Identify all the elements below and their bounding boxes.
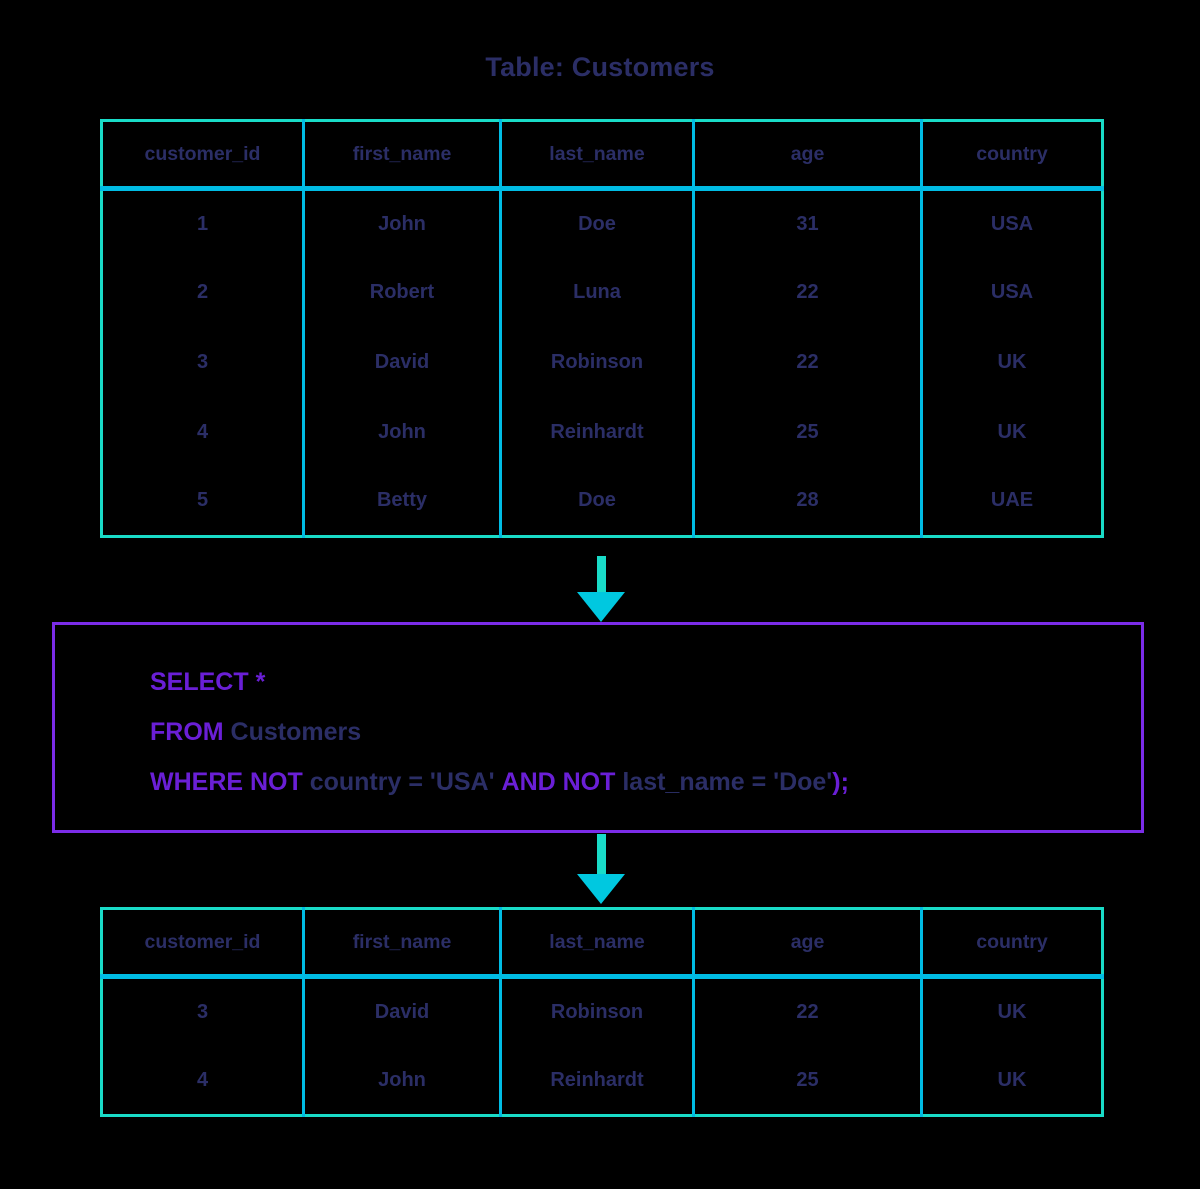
cell-age: 22 [692,976,923,1046]
cell-age: 22 [692,327,923,398]
cell-first-name: John [302,1046,502,1116]
cell-age: 22 [692,258,923,328]
cell-first-name: Betty [302,466,502,537]
cell-first-name: Robert [302,258,502,328]
cell-country: UK [920,976,1103,1046]
column-header-customer-id: customer_id [101,908,305,979]
query-line-from: FROM Customers [150,707,1141,757]
table-header-row: customer_id first_name last_name age cou… [101,120,1103,191]
cell-last-name: Robinson [499,976,695,1046]
cell-first-name: David [302,327,502,398]
cell-first-name: John [302,188,502,259]
sql-keyword: FROM [150,718,231,746]
arrow-shaft [597,556,606,596]
column-header-first-name: first_name [302,908,502,979]
result-table: customer_id first_name last_name age cou… [100,907,1104,1117]
table-row: 5 Betty Doe 28 UAE [101,466,1103,537]
arrow-head [577,592,625,622]
source-table: customer_id first_name last_name age cou… [100,119,1104,538]
sql-keyword: AND NOT [501,768,623,796]
arrow-shaft [597,834,606,878]
table-row: 3 David Robinson 22 UK [101,327,1103,398]
table-row: 3 David Robinson 22 UK [101,976,1103,1046]
arrow-down-icon [577,556,625,622]
cell-last-name: Doe [499,188,695,259]
cell-customer-id: 5 [101,466,305,537]
cell-age: 31 [692,188,923,259]
arrow-head [577,874,625,904]
cell-age: 28 [692,466,923,537]
sql-keyword: SELECT * [150,668,266,696]
table-row: 1 John Doe 31 USA [101,188,1103,259]
column-header-last-name: last_name [499,908,695,979]
cell-customer-id: 1 [101,188,305,259]
cell-age: 25 [692,397,923,467]
cell-last-name: Robinson [499,327,695,398]
column-header-first-name: first_name [302,120,502,191]
query-line-select: SELECT * [150,657,1141,707]
column-header-country: country [920,908,1103,979]
cell-customer-id: 4 [101,397,305,467]
cell-country: UK [920,397,1103,467]
table-row: 4 John Reinhardt 25 UK [101,1046,1103,1116]
sql-query-box: SELECT * FROM Customers WHERE NOT countr… [52,622,1144,833]
column-header-last-name: last_name [499,120,695,191]
cell-country: UAE [920,466,1103,537]
sql-identifier: country = 'USA' [309,768,502,796]
page-title: Table: Customers [485,52,715,82]
cell-last-name: Reinhardt [499,397,695,467]
cell-last-name: Luna [499,258,695,328]
column-header-age: age [692,908,923,979]
cell-customer-id: 4 [101,1046,305,1116]
cell-last-name: Reinhardt [499,1046,695,1116]
column-header-country: country [920,120,1103,191]
cell-customer-id: 3 [101,327,305,398]
table-row: 2 Robert Luna 22 USA [101,258,1103,328]
table-header-row: customer_id first_name last_name age cou… [101,908,1103,979]
cell-customer-id: 3 [101,976,305,1046]
column-header-age: age [692,120,923,191]
sql-keyword: ); [832,768,849,796]
sql-identifier: Customers [230,718,362,746]
table-row: 4 John Reinhardt 25 UK [101,397,1103,467]
cell-age: 25 [692,1046,923,1116]
cell-first-name: John [302,397,502,467]
cell-customer-id: 2 [101,258,305,328]
cell-country: UK [920,1046,1103,1116]
cell-country: USA [920,188,1103,259]
arrow-down-icon [577,834,625,906]
cell-first-name: David [302,976,502,1046]
column-header-customer-id: customer_id [101,120,305,191]
cell-country: UK [920,327,1103,398]
cell-country: USA [920,258,1103,328]
cell-last-name: Doe [499,466,695,537]
query-line-where: WHERE NOT country = 'USA' AND NOT last_n… [150,757,1141,807]
sql-keyword: WHERE NOT [150,768,310,796]
sql-identifier: last_name = 'Doe' [622,768,833,796]
